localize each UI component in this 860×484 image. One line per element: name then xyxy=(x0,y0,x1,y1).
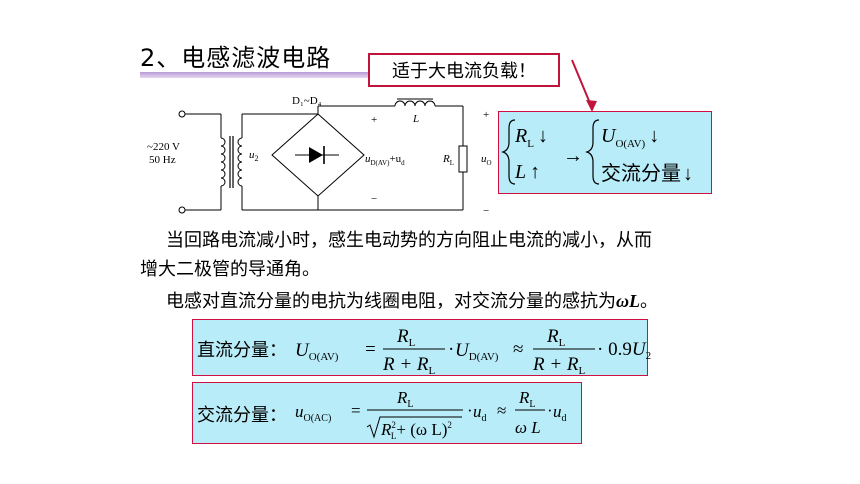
implies-arrow: → xyxy=(563,145,583,167)
callout-text: 适于大电流负载！ xyxy=(392,61,536,82)
ac-ud2: ud xyxy=(553,402,567,424)
rectifier-circuit-diagram: D₁~D₄ ~220 V 50 Hz u2 L + − + − uD(AV)+u… xyxy=(147,95,492,217)
minus-left: − xyxy=(371,193,377,205)
dc-tail: · 0.9U2 xyxy=(597,339,651,362)
diodes-label: D₁~D₄ xyxy=(292,95,322,107)
ac-component-text: 交流分量↓ xyxy=(601,161,693,185)
relation-box: RL↓ L↑ → UO(AV)↓ 交流分量↓ xyxy=(498,111,712,194)
ac-dot2: · xyxy=(547,401,553,420)
dc-label: 直流分量： xyxy=(197,340,287,361)
callout-box: 适于大电流负载！ xyxy=(368,53,560,87)
l-symbol: L↑ xyxy=(514,161,540,183)
uo-label: uO xyxy=(481,153,492,167)
dc-dot: · xyxy=(448,339,454,360)
ac-approx: ≈ xyxy=(497,401,506,420)
ac-num2: RL xyxy=(518,388,536,410)
dc-equation: UO(AV) = RL R + RL · UD(AV) ≈ RL R + RL … xyxy=(295,326,651,377)
uo-symbol: UO(AV)↓ xyxy=(601,125,659,150)
paragraph-1-line-2: 增大二极管的导通角。 xyxy=(140,259,320,280)
dc-num: RL xyxy=(396,326,416,349)
ac-eq: = xyxy=(351,401,361,420)
rl-label: RL xyxy=(442,153,454,167)
inductor-label: L xyxy=(412,113,419,125)
dc-eq: = xyxy=(365,339,376,360)
ac-label: 交流分量： xyxy=(197,405,287,426)
relation-diagram: RL↓ L↑ → UO(AV)↓ 交流分量↓ xyxy=(501,119,693,185)
source-frequency-label: 50 Hz xyxy=(149,154,176,166)
paragraph-2: 电感对直流分量的电抗为线圈电阻，对交流分量的感抗为ωL。 xyxy=(166,291,659,312)
section-title: 2、电感滤波电路 xyxy=(140,44,332,72)
ud-label: uD(AV)+ud xyxy=(365,153,405,167)
rl-symbol: RL↓ xyxy=(514,125,548,150)
dc-lhs: UO(AV) xyxy=(295,340,339,363)
dc-approx: ≈ xyxy=(513,339,523,360)
ac-lhs: uO(AC) xyxy=(295,402,331,424)
ac-num: RL xyxy=(396,388,414,410)
ac-den2: ω L xyxy=(515,418,541,437)
dc-num2: RL xyxy=(546,326,566,349)
minus-right: − xyxy=(483,205,489,217)
plus-right: + xyxy=(483,109,489,121)
source-voltage-label: ~220 V xyxy=(147,141,180,153)
dc-mid: UD(AV) xyxy=(455,340,499,363)
dc-den: R + RL xyxy=(382,354,436,377)
paragraph-1-line-1: 当回路电流减小时，感生电动势的方向阻止电流的减小，从而 xyxy=(166,230,652,251)
dc-den2: R + RL xyxy=(532,354,586,377)
plus-left: + xyxy=(371,114,377,126)
dc-component-formula: 直流分量： UO(AV) = RL R + RL · UD(AV) ≈ RL R… xyxy=(192,319,651,377)
ac-dot: · xyxy=(467,401,473,420)
u2-label: u2 xyxy=(249,149,259,163)
title-underline xyxy=(140,72,370,78)
ac-ud: ud xyxy=(473,402,487,424)
